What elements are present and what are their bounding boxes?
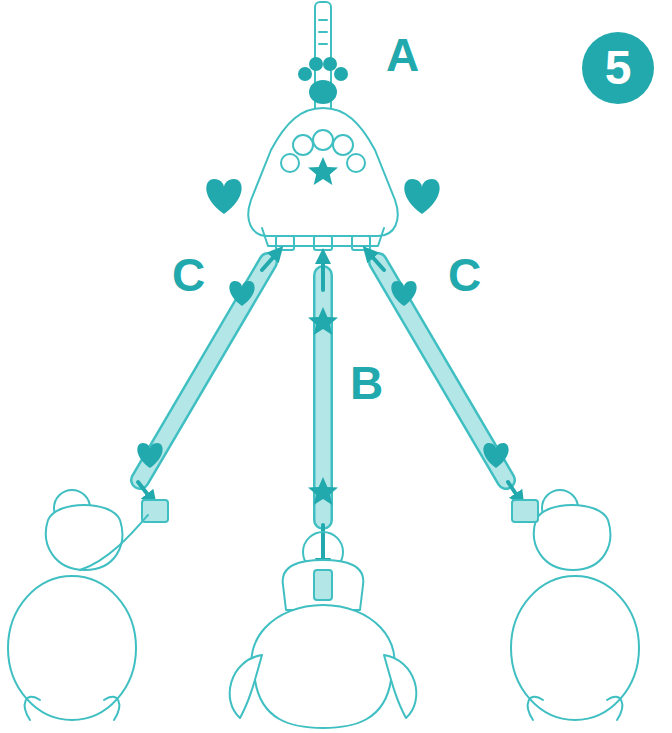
part-letter: A xyxy=(386,32,419,78)
part-letter: C xyxy=(172,252,205,298)
part-letter: B xyxy=(350,360,383,406)
part-letter: C xyxy=(448,252,481,298)
step-number: 5 xyxy=(605,44,632,92)
step-number-circle: 5 xyxy=(582,32,654,104)
